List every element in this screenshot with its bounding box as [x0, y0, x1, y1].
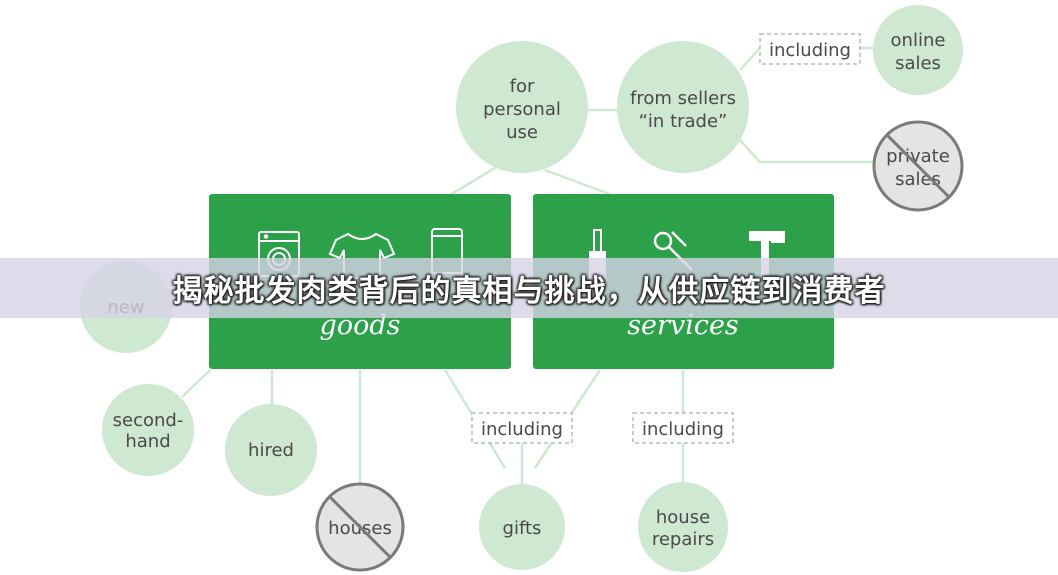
node-line: second- [113, 410, 184, 431]
node-line: “in trade” [639, 111, 728, 132]
title-banner: 揭秘批发肉类背后的真相与挑战，从供应链到消费者 [0, 258, 1058, 318]
node-line: gifts [503, 518, 542, 539]
from-sellers-node: from sellers “in trade” [617, 41, 749, 173]
hired-node: hired [225, 404, 317, 496]
node-line: private [886, 146, 950, 167]
gifts-node: gifts [479, 484, 565, 570]
including-label: including [769, 40, 851, 61]
online-sales-node: online sales [873, 5, 963, 95]
node-line: for [510, 76, 535, 97]
node-line: house [656, 507, 710, 528]
node-line: sales [895, 169, 941, 190]
including-label: including [642, 419, 724, 440]
node-line: personal [483, 99, 561, 120]
private-sales-node: private sales [872, 120, 964, 212]
house-repairs-node: house repairs [638, 482, 728, 572]
including-tag-services: including [632, 412, 734, 444]
banner-title: 揭秘批发肉类背后的真相与挑战，从供应链到消费者 [172, 274, 886, 309]
node-line: hired [248, 440, 294, 461]
cross-out-line [885, 133, 951, 199]
node-line: use [506, 122, 538, 143]
node-line: sales [895, 53, 941, 74]
node-line: hand [125, 431, 170, 452]
cross-out-line [328, 495, 392, 559]
including-tag-goods: including [471, 412, 573, 444]
second-hand-node: second- hand [102, 384, 194, 476]
node-line: repairs [652, 529, 714, 550]
node-line: online [891, 30, 946, 51]
houses-node: houses [315, 482, 405, 572]
tshirt-icon [328, 232, 396, 279]
including-label: including [481, 419, 563, 440]
node-line: from sellers [630, 88, 736, 109]
for-personal-use-node: for personal use [456, 41, 588, 173]
including-tag-top: including [759, 33, 861, 65]
